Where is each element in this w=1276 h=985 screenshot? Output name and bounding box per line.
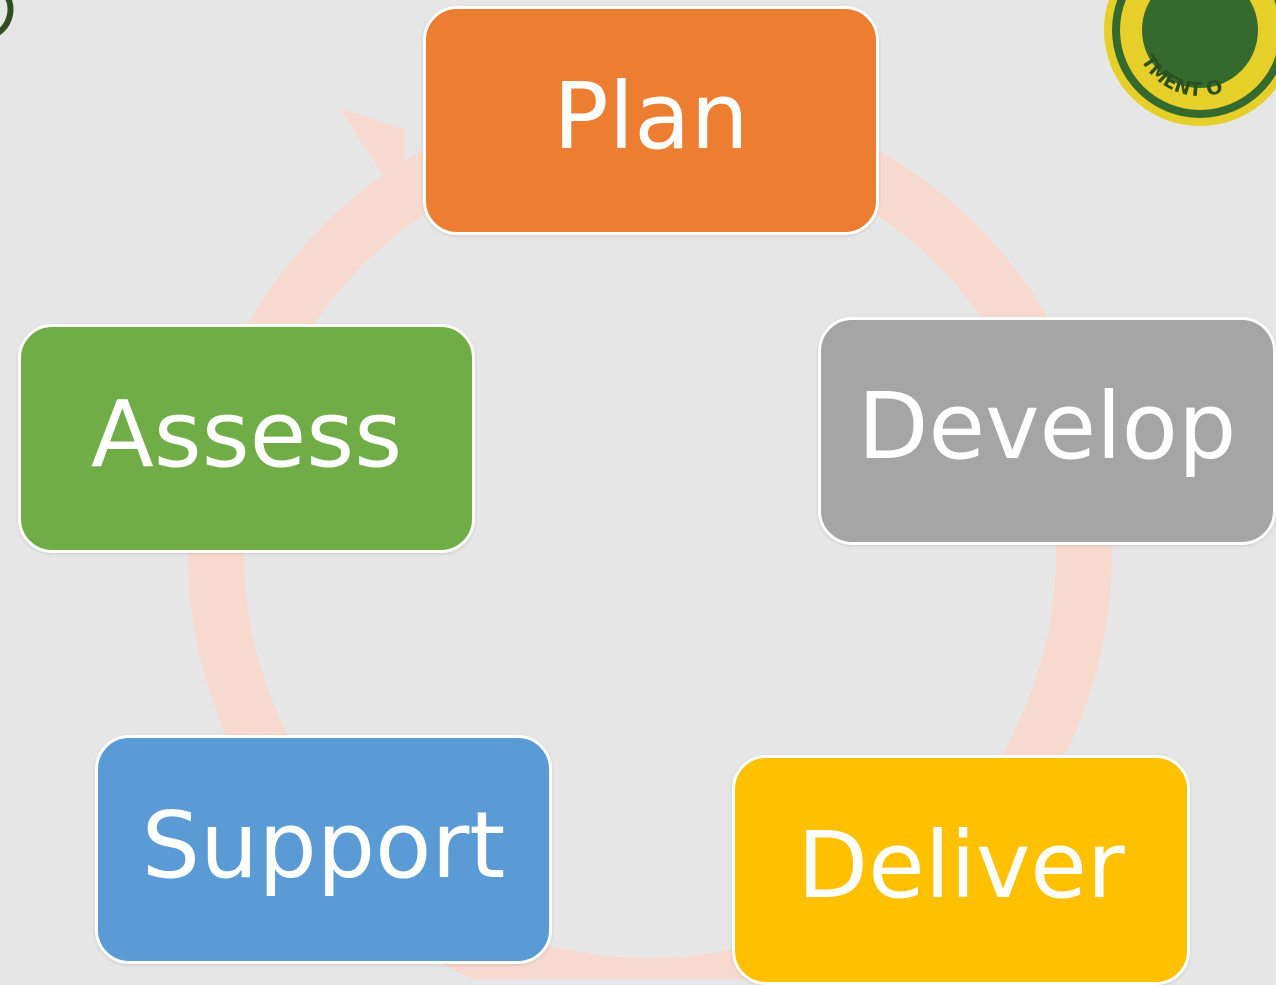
cycle-arrowhead [340, 108, 405, 205]
stage-deliver-box: Deliver [732, 755, 1190, 985]
stage-support-label: Support [141, 791, 506, 899]
stage-plan-label: Plan [553, 62, 749, 170]
stage-develop-box: Develop [818, 317, 1276, 545]
department-seal-logo: TMENT O [1104, 0, 1276, 126]
stage-assess-box: Assess [18, 324, 475, 553]
stage-plan-box: Plan [423, 6, 879, 235]
stage-deliver-label: Deliver [797, 812, 1125, 919]
stage-support-box: Support [95, 735, 552, 964]
stage-assess-label: Assess [90, 380, 403, 488]
stage-develop-label: Develop [857, 373, 1237, 480]
corner-logo-fragment [0, 0, 14, 35]
